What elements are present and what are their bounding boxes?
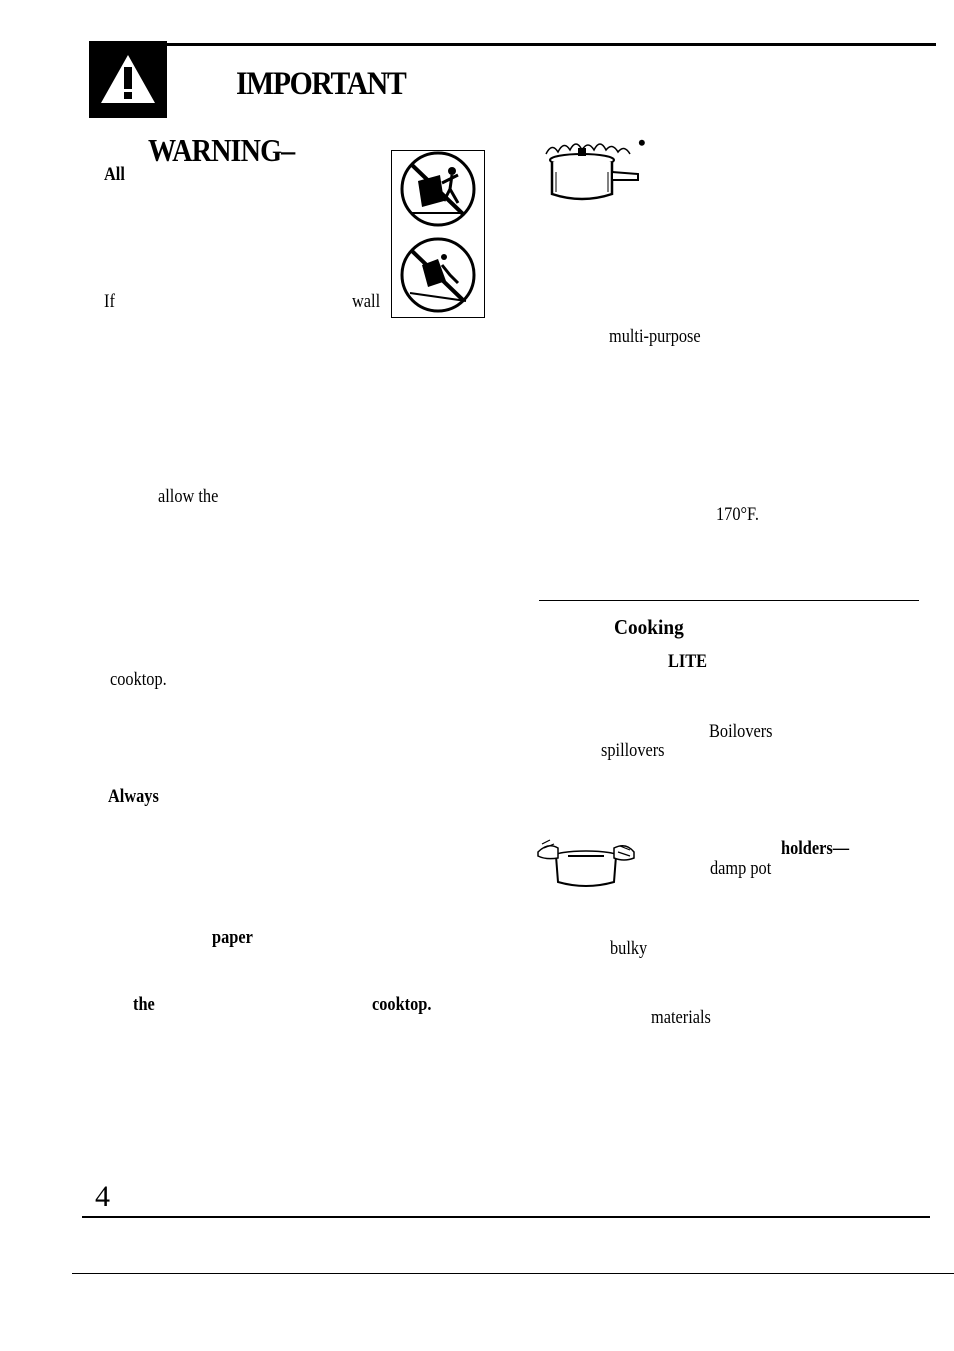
word-the: the xyxy=(133,994,155,1015)
word-170f: 170°F. xyxy=(716,504,759,525)
word-cooktop-bold: cooktop. xyxy=(372,994,432,1015)
word-allow-the: allow the xyxy=(158,486,219,507)
word-bulky: bulky xyxy=(610,938,648,959)
word-materials: materials xyxy=(651,1007,711,1028)
word-cooktop: cooktop. xyxy=(110,669,167,690)
anti-tip-illustration-panel xyxy=(391,150,485,318)
word-wall: wall xyxy=(352,291,381,312)
cooking-heading: Cooking xyxy=(614,615,684,639)
footer-rule xyxy=(82,1216,930,1218)
word-holders: holders— xyxy=(781,838,850,859)
word-damp-pot: damp pot xyxy=(710,858,772,879)
bottom-scan-rule xyxy=(72,1273,954,1274)
top-rule xyxy=(90,43,936,46)
word-paper: paper xyxy=(212,927,253,948)
warning-triangle-icon xyxy=(101,55,155,103)
warning-heading: WARNING– xyxy=(148,132,295,168)
bullet: • xyxy=(638,130,646,155)
word-multipurpose: multi-purpose xyxy=(609,326,701,347)
word-lite: LITE xyxy=(668,651,708,672)
no-standing-on-door-icon xyxy=(400,151,476,227)
no-tipping-range-icon xyxy=(400,237,476,313)
word-spillovers: spillovers xyxy=(601,740,665,761)
page-number: 4 xyxy=(95,1180,110,1213)
word-if: If xyxy=(104,291,115,312)
pressure-cooker-icon xyxy=(545,143,639,201)
word-all: All xyxy=(104,164,125,185)
word-boilovers: Boilovers xyxy=(709,721,773,742)
pot-with-holders-icon xyxy=(537,839,635,887)
page-title: IMPORTANT xyxy=(236,66,407,102)
warning-badge xyxy=(89,41,167,118)
word-always: Always xyxy=(108,786,159,807)
section-divider xyxy=(539,600,919,601)
